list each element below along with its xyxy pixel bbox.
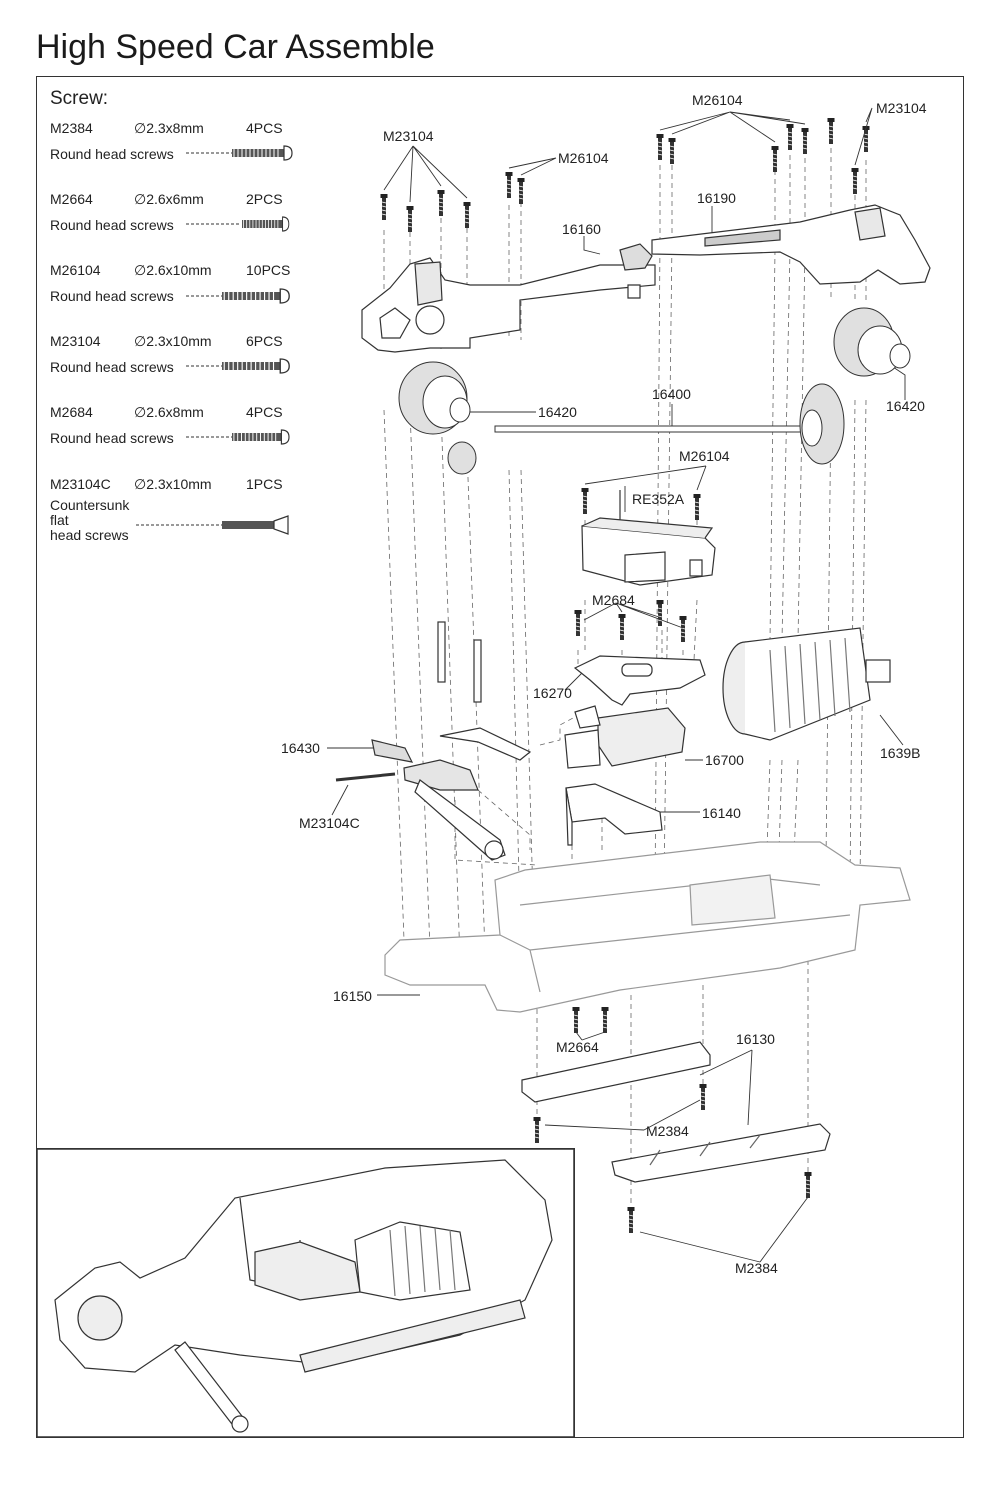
label-16160: 16160 [562,221,601,237]
page-title: High Speed Car Assemble [36,28,435,66]
assembled-view-inset [36,1148,575,1438]
screw-code: M2384 [50,120,93,136]
label-16270: 16270 [533,685,572,701]
screw-desc: Round head screws [50,217,174,233]
screw-desc: Round head screws [50,288,174,304]
label-m23104-left: M23104 [383,128,434,144]
screw-desc: Countersunk flat head screws [50,497,130,543]
screw-qty: 6PCS [246,333,283,349]
label-m23104c: M23104C [299,815,360,831]
screw-size: ∅2.6x8mm [134,404,204,420]
screw-size: ∅2.3x10mm [134,476,212,492]
label-16430: 16430 [281,740,320,756]
label-m23104-top-right: M23104 [876,100,927,116]
screw-qty: 4PCS [246,120,283,136]
label-16140: 16140 [702,805,741,821]
screw-qty: 1PCS [246,476,283,492]
screw-desc: Round head screws [50,146,174,162]
label-16700: 16700 [705,752,744,768]
screw-list-heading: Screw: [50,88,109,109]
label-m2384-bottom: M2384 [735,1260,778,1276]
label-16130: 16130 [736,1031,775,1047]
screw-size: ∅2.3x10mm [134,333,212,349]
label-16420-right: 16420 [886,398,925,414]
label-16190: 16190 [697,190,736,206]
label-m2384-mid: M2384 [646,1123,689,1139]
screw-code: M26104 [50,262,101,278]
label-16400: 16400 [652,386,691,402]
label-16420-left: 16420 [538,404,577,420]
screw-code: M23104C [50,476,111,492]
screw-qty: 2PCS [246,191,283,207]
label-re352a: RE352A [632,491,685,507]
screw-desc: Round head screws [50,359,174,375]
screw-size: ∅2.3x8mm [134,120,204,136]
screw-desc: Round head screws [50,430,174,446]
screw-qty: 10PCS [246,262,291,278]
label-m26104-top: M26104 [692,92,743,108]
screw-code: M2684 [50,404,93,420]
screw-size: ∅2.6x6mm [134,191,204,207]
screw-qty: 4PCS [246,404,283,420]
label-m2664: M2664 [556,1039,599,1055]
label-m2684: M2684 [592,592,635,608]
label-m26104-servo: M26104 [679,448,730,464]
label-1639b: 1639B [880,745,921,761]
screw-code: M2664 [50,191,93,207]
label-16150: 16150 [333,988,372,1004]
screw-size: ∅2.6x10mm [134,262,212,278]
label-m26104-mid: M26104 [558,150,609,166]
screw-code: M23104 [50,333,101,349]
